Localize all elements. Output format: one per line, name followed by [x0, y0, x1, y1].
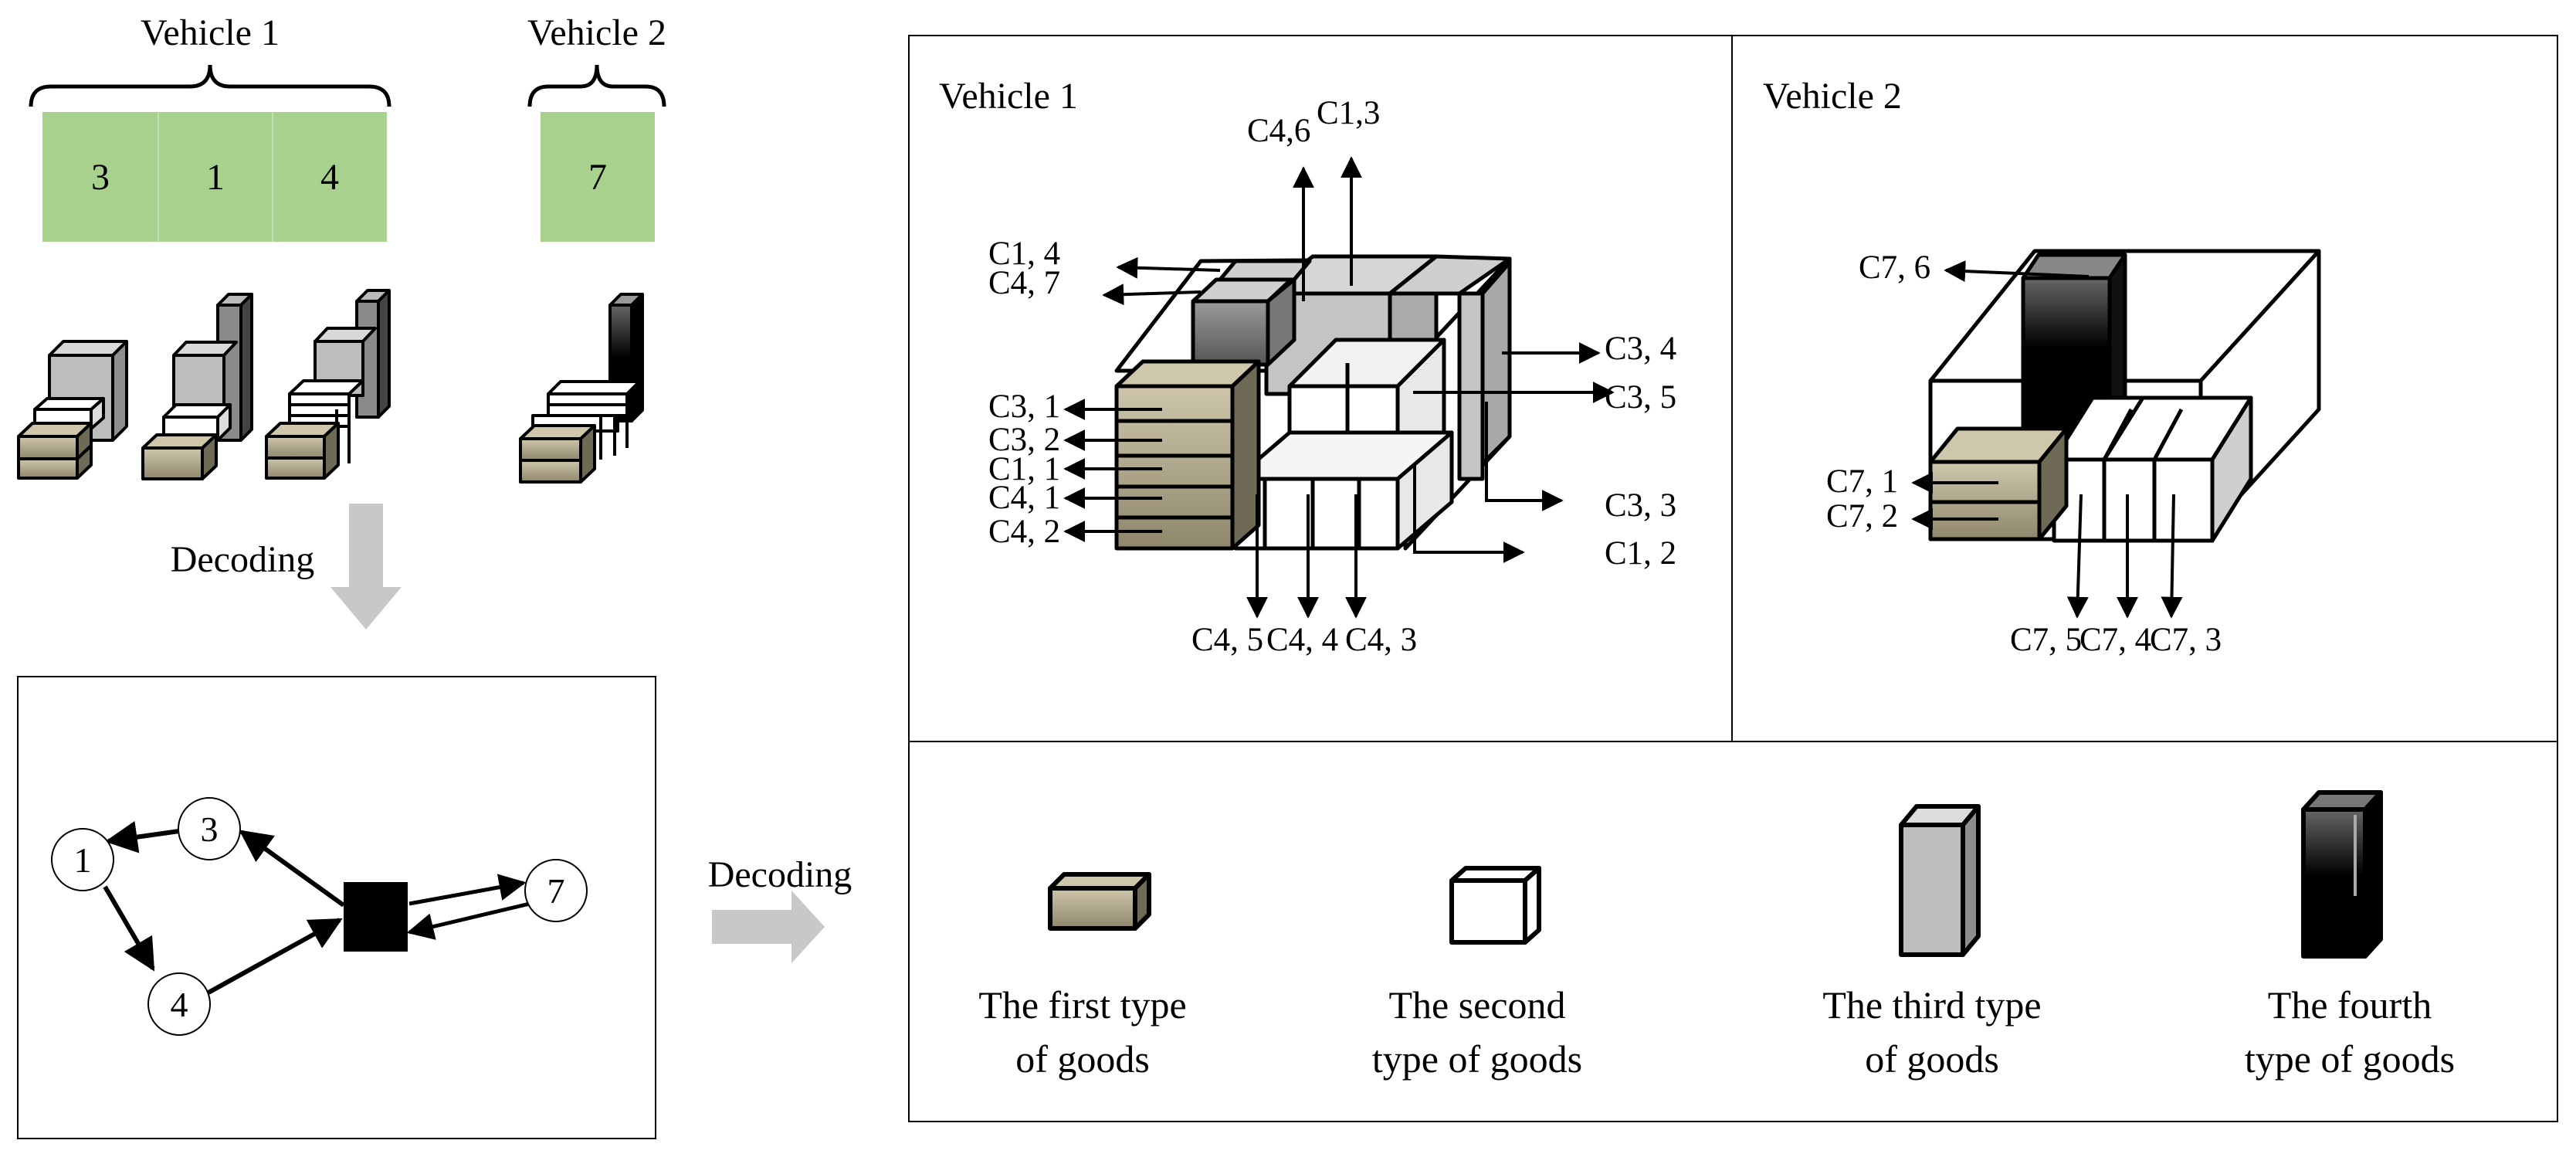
route-node — [147, 972, 211, 1036]
vehicle2-labels: C7, 6 C7, 1 C7, 2 C7, 5 C7, 4 C7, 3 — [1826, 249, 2222, 658]
legend-label: The fourth — [2268, 983, 2432, 1027]
cargo-label: C4, 4 — [1266, 622, 1338, 658]
cargo-label: C3, 4 — [1605, 331, 1676, 367]
cargo-label: C4, 3 — [1345, 622, 1417, 658]
loading-frame — [908, 35, 2558, 1122]
cargo-label: C1,3 — [1317, 95, 1380, 131]
decoding-label-right: Decoding — [708, 854, 852, 895]
vehicle2-container — [1928, 249, 2321, 543]
cargo-label: C1, 1 — [988, 451, 1060, 487]
vehicle1-arrows — [1063, 156, 1615, 619]
legend-label: of goods — [1865, 1037, 1999, 1081]
cargo-label: C1, 2 — [1605, 535, 1676, 572]
goods-stack-1 — [17, 340, 128, 480]
route-node-label: 1 — [74, 840, 92, 880]
cargo-label: C3, 3 — [1605, 487, 1676, 524]
route-node — [178, 797, 241, 860]
route-node — [524, 859, 588, 922]
loading-vehicle1-title: Vehicle 1 — [939, 76, 1078, 117]
vehicle2-brace — [527, 64, 666, 107]
route-node-label: 3 — [201, 809, 219, 849]
chromosome-cell: 4 — [320, 157, 339, 198]
route-node-label: 4 — [171, 985, 188, 1024]
goods-stack-4 — [519, 293, 644, 484]
legend: The first type of goods The second type … — [978, 790, 2455, 1081]
legend-icon-fourth-goods — [2301, 790, 2383, 959]
route-edge — [406, 901, 530, 940]
legend-icon-third-goods — [1899, 804, 1981, 957]
cargo-label: C7, 2 — [1826, 498, 1898, 534]
cargo-label: C3, 1 — [988, 389, 1060, 425]
cargo-label: C4, 5 — [1191, 622, 1263, 658]
cargo-label: C4, 2 — [988, 514, 1060, 550]
route-edge — [207, 918, 343, 995]
goods-stack-3 — [265, 289, 391, 480]
legend-label: type of goods — [2245, 1037, 2455, 1081]
vehicle1-title: Vehicle 1 — [141, 12, 280, 53]
route-node-label: 7 — [547, 871, 565, 911]
cargo-label: C7, 3 — [2150, 622, 2222, 658]
legend-label: The second — [1388, 983, 1565, 1027]
chromosome-cell: 3 — [91, 157, 110, 198]
decoding-label-top: Decoding — [171, 539, 315, 580]
vehicle2-title: Vehicle 2 — [527, 12, 666, 53]
loading-panel: Vehicle 1 — [908, 35, 2558, 1122]
legend-icon-first-goods — [1048, 872, 1151, 931]
loading-vehicle2-title: Vehicle 2 — [1763, 76, 1902, 117]
cargo-label: C4,6 — [1247, 113, 1310, 149]
legend-label: of goods — [1015, 1037, 1150, 1081]
route-frame — [17, 676, 656, 1139]
cargo-label: C7, 6 — [1859, 249, 1930, 286]
cargo-label: C7, 4 — [2079, 622, 2151, 658]
decoding-arrow-down — [330, 504, 402, 630]
cargo-label: C3, 2 — [988, 422, 1060, 458]
vehicle1-chromosome: 3 1 4 — [42, 112, 387, 242]
legend-label: The first type — [978, 983, 1186, 1027]
route-panel: 1 3 4 7 — [17, 676, 656, 1139]
legend-icon-second-goods — [1449, 866, 1541, 945]
encoding-panel: Vehicle 1 3 1 4 Vehicle 2 7 — [17, 12, 666, 630]
route-edge — [239, 830, 345, 908]
cargo-label: C3, 5 — [1605, 379, 1676, 416]
route-edge — [104, 820, 180, 853]
vehicle1-container — [1114, 254, 1512, 551]
vehicle1-labels: C4,6 C1,3 C1, 4 C4, 7 C3, 1 C3, 2 C1, 1 … — [988, 95, 1676, 658]
cargo-label: C4, 1 — [988, 480, 1060, 516]
goods-stack-2 — [141, 293, 253, 480]
route-edge — [103, 885, 155, 972]
cargo-label: C7, 1 — [1826, 463, 1898, 500]
legend-label: The third type — [1822, 983, 2041, 1027]
vehicle1-brace — [29, 64, 391, 107]
vehicle2-arrows — [1911, 260, 2183, 619]
cargo-label: C1, 4 — [988, 236, 1060, 272]
route-edge — [408, 874, 527, 906]
chromosome-cell: 1 — [206, 157, 225, 198]
cargo-label: C4, 7 — [988, 265, 1060, 301]
decoding-arrow-right — [712, 891, 825, 963]
route-node — [51, 828, 114, 891]
chromosome-cell: 7 — [588, 157, 607, 198]
vehicle2-chromosome: 7 — [541, 112, 655, 242]
legend-label: type of goods — [1372, 1037, 1582, 1081]
cargo-label: C7, 5 — [2010, 622, 2082, 658]
depot — [344, 882, 408, 952]
